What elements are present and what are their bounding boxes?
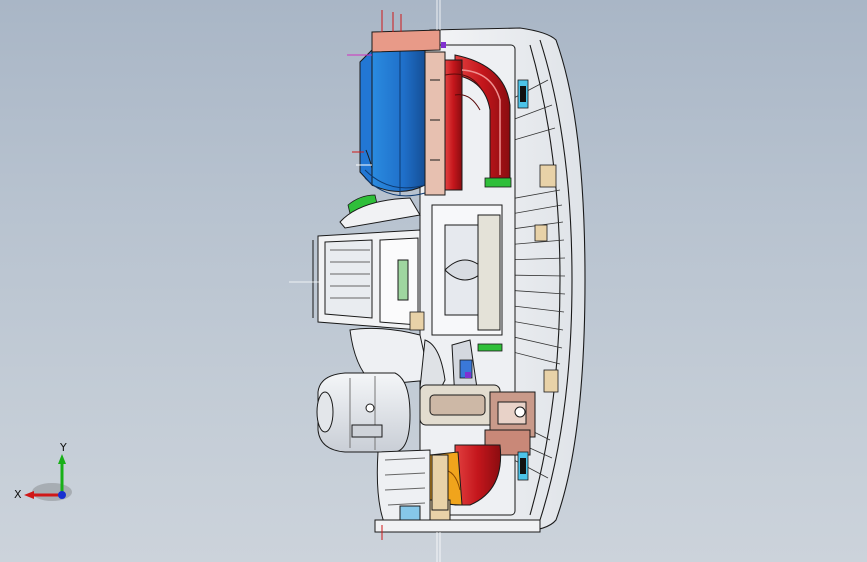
blue-blower-housing [359,48,426,197]
linkage-mechanism [419,384,536,456]
x-axis-label: X [14,488,22,501]
vent-slots [520,86,526,474]
blower-motor [316,372,411,453]
red-duct-upper [444,54,511,191]
x-axis-arrow [24,491,34,499]
lower-left-cluster [374,449,541,533]
triad-base-disc [32,483,72,501]
y-axis-arrow [58,454,66,464]
left-bracket-frame [312,229,421,331]
z-axis-dot [58,491,66,499]
reference-lines [289,0,441,562]
axis-triad: Y X [14,441,72,501]
lower-blower-shroud [339,197,421,229]
y-axis-label: Y [59,441,67,454]
green-duct-clamp-2 [477,343,503,352]
magenta-markers [347,42,471,378]
tan-clips [409,164,559,393]
salmon-top-cover [371,29,446,196]
green-duct-clamp [484,177,512,188]
red-sketch-markers [352,10,402,540]
